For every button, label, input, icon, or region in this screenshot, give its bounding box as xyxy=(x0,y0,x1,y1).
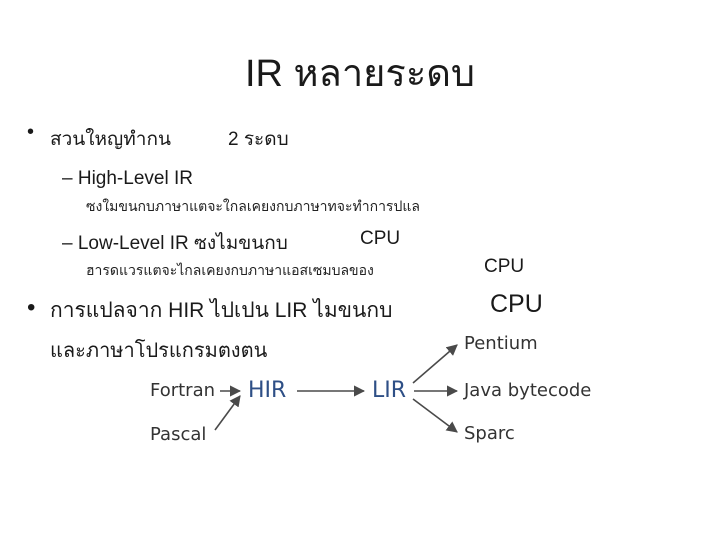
bullet-1-levels: 2 ระดบ xyxy=(228,129,289,150)
bullet-1-text: สวนใหญทำกน xyxy=(50,129,171,150)
arrow-pascal-hir xyxy=(214,395,241,431)
target-sparc: Sparc xyxy=(464,423,515,444)
arrow-lir-pentium xyxy=(412,344,458,384)
bullet-dot: • xyxy=(27,294,36,321)
bullet-2-text: การแปลจาก HIR ไปเปน LIR ไมขนกบ xyxy=(50,299,393,322)
node-lir: LIR xyxy=(372,378,407,403)
sub-bullet-low-level-cpu: CPU xyxy=(360,228,401,249)
sub-bullet-low-level-note: ฮารดแวรแตจะไกลเคยงกบภาษาแอสเซมบลของ xyxy=(86,262,374,278)
source-pascal: Pascal xyxy=(150,424,207,445)
target-pentium: Pentium xyxy=(464,333,538,354)
source-fortran: Fortran xyxy=(150,380,216,401)
sub-bullet-low-level-note-cpu: CPU xyxy=(484,256,525,277)
bullet-dot: • xyxy=(27,121,35,143)
slide-title: IR หลายระดบ xyxy=(244,53,476,95)
sub-bullet-high-level: – High-Level IR xyxy=(62,168,193,189)
sub-bullet-high-level-note: ซงใมขนกบภาษาแตจะใกลเคยงกบภาษาทจะทำการปแล xyxy=(86,198,420,214)
target-java-bytecode: Java bytecode xyxy=(464,380,592,401)
sub-bullet-low-level: – Low-Level IR ซงไมขนกบ xyxy=(62,233,288,254)
bullet-2-line2: และภาษาโปรแกรมตงตน xyxy=(50,340,268,362)
bullet-2-cpu: CPU xyxy=(490,290,543,318)
arrow-lir-sparc xyxy=(412,398,458,433)
node-hir: HIR xyxy=(248,378,287,403)
